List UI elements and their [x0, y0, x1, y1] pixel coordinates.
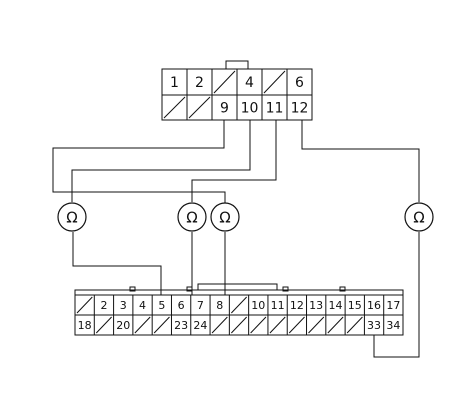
- top-pin-blank: [163, 96, 186, 119]
- bottom-pin-blank: [269, 316, 286, 334]
- bottom-pin-blank: [327, 316, 344, 334]
- ohm-symbol: Ω: [66, 209, 77, 227]
- bottom-pin-label: 10: [251, 299, 265, 312]
- bottom-pin-label: 24: [193, 319, 207, 332]
- ohmmeter: Ω: [177, 202, 207, 232]
- ohmmeter-circle: [57, 202, 87, 232]
- bottom-pin-label: 8: [216, 299, 223, 312]
- bottom-pin-label: 5: [158, 299, 165, 312]
- ohmmeter: Ω: [210, 202, 240, 232]
- wire-pin10-to-meter1: [71, 120, 251, 202]
- bottom-pin-label: 34: [386, 319, 400, 332]
- bottom-pin-label: 17: [386, 299, 400, 312]
- bottom-connector-key: [339, 286, 346, 292]
- bottom-pin-blank: [230, 316, 248, 334]
- ohmmeter-circle: [210, 202, 240, 232]
- ohm-symbol: Ω: [413, 209, 424, 227]
- bottom-connector-latch: [197, 283, 278, 291]
- bottom-pin-label: 16: [367, 299, 381, 312]
- ohm-symbol: Ω: [186, 209, 197, 227]
- bottom-pin-blank: [308, 316, 325, 334]
- ohmmeter: Ω: [404, 202, 434, 232]
- ohmmeter: Ω: [57, 202, 87, 232]
- bottom-pin-label: 3: [120, 299, 127, 312]
- bottom-pin-blank: [346, 316, 363, 334]
- bottom-pin-blank: [250, 316, 267, 334]
- top-pin-label: 6: [295, 75, 304, 91]
- top-pin-blank: [263, 70, 286, 94]
- wire-meter4-to-pin33: [373, 232, 420, 358]
- bottom-pin-label: 14: [328, 299, 342, 312]
- bottom-pin-blank: [134, 316, 151, 334]
- wire-meter1-to-pin5: [72, 232, 162, 295]
- bottom-pin-blank: [95, 316, 112, 334]
- ohm-symbol: Ω: [219, 209, 230, 227]
- bottom-pin-blank: [153, 316, 170, 334]
- wire-pin12-to-meter4: [301, 120, 420, 202]
- wire-pin9-to-meter1: [52, 120, 226, 204]
- top-pin-label: 10: [241, 101, 259, 117]
- bottom-connector-key: [282, 286, 289, 292]
- bottom-connector-top-edge: [74, 289, 404, 295]
- top-pin-label: 9: [220, 101, 229, 117]
- top-connector-latch: [225, 60, 249, 70]
- bottom-pin-label: 4: [139, 299, 146, 312]
- top-pin-label: 4: [245, 75, 254, 91]
- top-pin-label: 1: [170, 75, 179, 91]
- bottom-pin-label: 18: [78, 319, 92, 332]
- top-pin-label: 12: [291, 101, 309, 117]
- bottom-pin-blank: [211, 316, 228, 334]
- top-pin-blank: [213, 70, 236, 94]
- bottom-pin-label: 11: [271, 299, 285, 312]
- bottom-pin-label: 15: [348, 299, 362, 312]
- bottom-pin-blank: [230, 296, 248, 314]
- bottom-pin-label: 13: [309, 299, 323, 312]
- top-pin-blank: [188, 96, 211, 119]
- bottom-pin-label: 6: [178, 299, 185, 312]
- bottom-pin-label: 20: [116, 319, 130, 332]
- wire-pin11-to-meter2: [191, 120, 277, 202]
- bottom-pin-label: 2: [100, 299, 107, 312]
- bottom-pin-label: 33: [367, 319, 381, 332]
- top-pin-label: 2: [195, 75, 204, 91]
- bottom-connector-key: [129, 286, 136, 292]
- bottom-pin-label: 7: [197, 299, 204, 312]
- wires: [52, 120, 420, 358]
- bottom-pin-blank: [76, 296, 93, 314]
- top-pin-label: 11: [266, 101, 284, 117]
- bottom-pin-label: 12: [290, 299, 304, 312]
- ohmmeter-circle: [404, 202, 434, 232]
- ohmmeter-circle: [177, 202, 207, 232]
- bottom-pin-blank: [288, 316, 305, 334]
- bottom-pin-label: 23: [174, 319, 188, 332]
